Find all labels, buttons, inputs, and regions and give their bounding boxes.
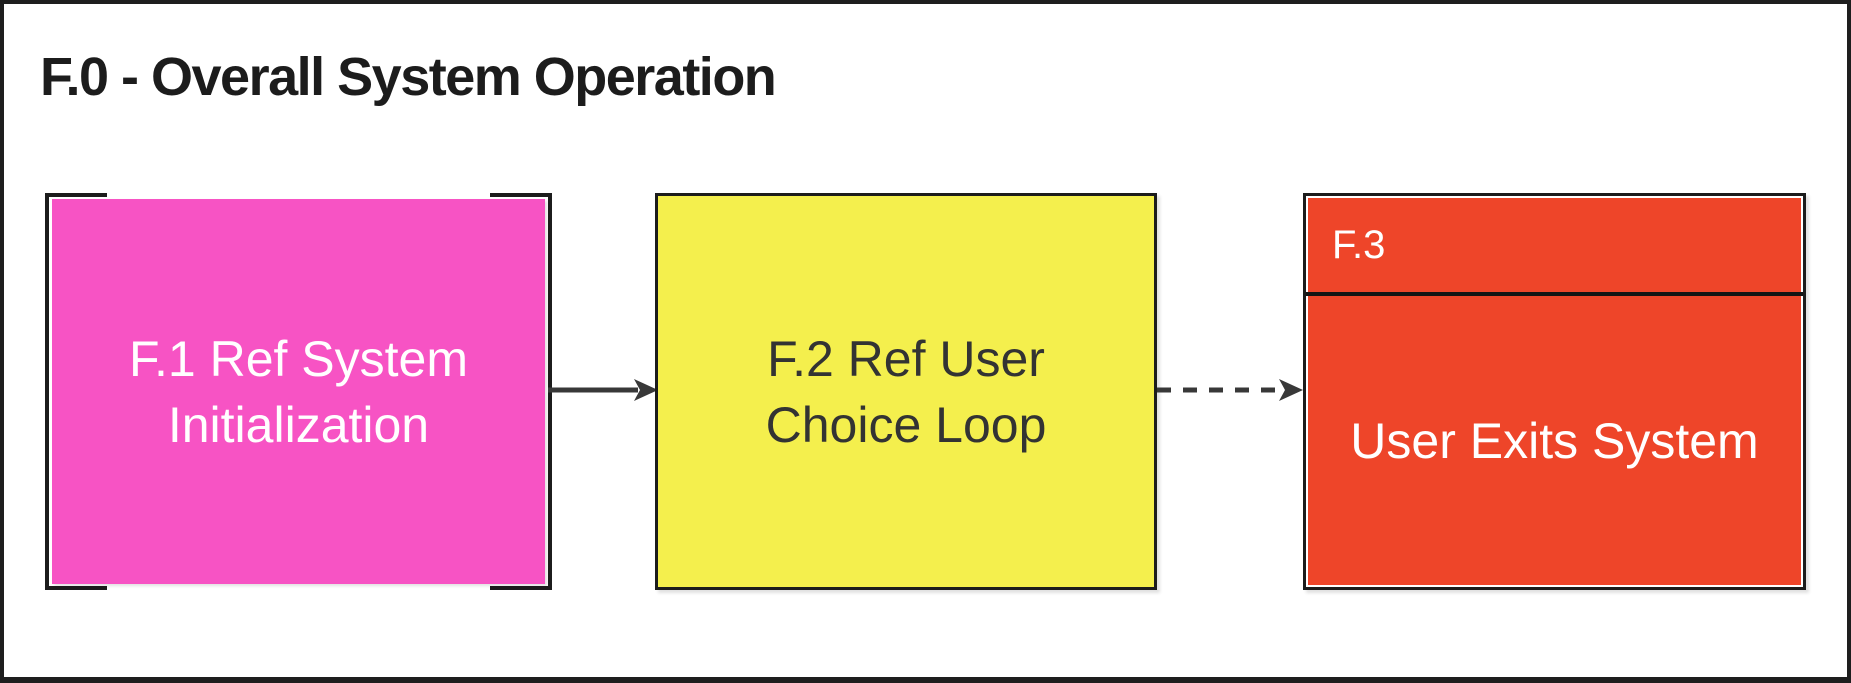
arrowhead-icon xyxy=(1279,379,1303,401)
edge-f2-to-f3-arrow xyxy=(1157,379,1303,401)
node-f1-fill: F.1 Ref System Initialization xyxy=(52,199,545,584)
bracket-left-decoration xyxy=(45,193,107,590)
node-f3-container: F.3 User Exits System xyxy=(1303,193,1806,590)
page-title: F.0 - Overall System Operation xyxy=(40,47,777,107)
node-f1-system-initialization: F.1 Ref System Initialization xyxy=(45,193,552,590)
node-f3-label: User Exits System xyxy=(1350,412,1759,469)
arrowhead-icon xyxy=(634,379,658,401)
node-f3-divider xyxy=(1306,292,1803,296)
node-f3-title-band: F.3 xyxy=(1308,198,1801,292)
node-f2-user-choice-loop: F.2 Ref User Choice Loop xyxy=(655,193,1157,590)
edge-f1-to-f2-arrow xyxy=(548,379,658,401)
node-f1-label: F.1 Ref System Initialization xyxy=(129,330,468,453)
node-f2-label: F.2 Ref User Choice Loop xyxy=(765,330,1047,453)
node-f3-body: User Exits System xyxy=(1308,296,1801,585)
node-f3-title: F.3 xyxy=(1332,222,1386,267)
